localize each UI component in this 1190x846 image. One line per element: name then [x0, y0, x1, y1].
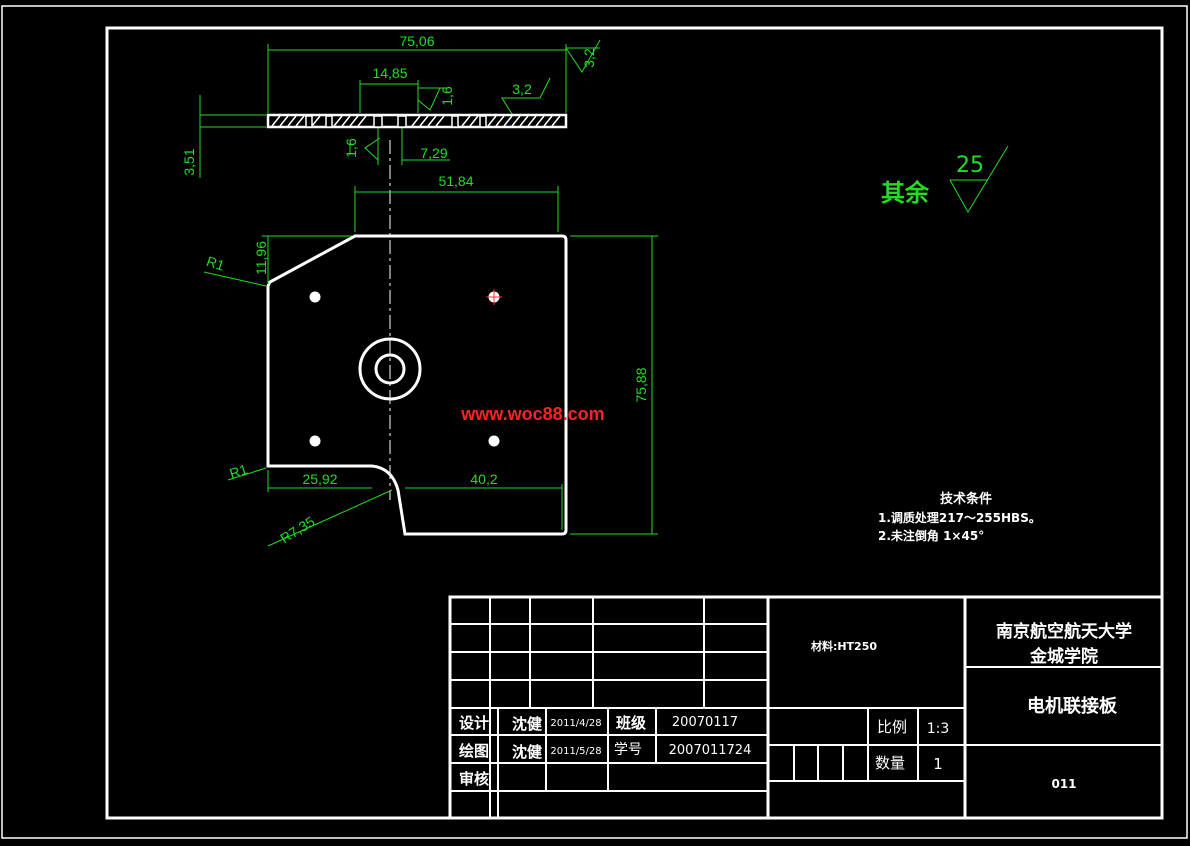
- surface-finish-note: 其余 25: [881, 145, 1009, 213]
- drawing-number: 011: [1051, 777, 1076, 791]
- tech-item-1: 1.调质处理217～255HBS。: [878, 510, 1041, 525]
- dim-thickness: 3,51: [181, 148, 197, 175]
- school-college: 金城学院: [1029, 646, 1098, 667]
- tech-item-2: 2.未注倒角 1×45°: [878, 528, 984, 543]
- design-name: 沈健: [512, 715, 542, 733]
- scale-value: 1:3: [927, 721, 950, 737]
- title-block: [448, 595, 1164, 820]
- quantity-label: 数量: [875, 754, 905, 772]
- scale-label: 比例: [877, 718, 907, 736]
- design-date: 2011/4/28: [550, 718, 601, 729]
- class-value: 20070117: [672, 715, 738, 730]
- roughness-slot-top: 1,6: [439, 86, 455, 106]
- dim-overall-width: 75,06: [399, 33, 434, 49]
- part-name: 电机联接板: [1027, 695, 1118, 717]
- technical-requirements: 技术条件 1.调质处理217～255HBS。 2.未注倒角 1×45°: [878, 491, 1041, 543]
- dim-center-slot-width: 14,85: [372, 65, 407, 81]
- plan-view: [266, 140, 568, 536]
- roughness-slot-bottom: 1,6: [343, 138, 359, 158]
- dim-radius-bottom-left: R1: [227, 461, 249, 482]
- student-id-value: 2007011724: [669, 743, 752, 758]
- roughness-top-surface: 3,2: [512, 81, 532, 97]
- mounting-hole: [309, 291, 321, 303]
- section-view: [266, 113, 568, 129]
- roughness-top-right: 3,2: [581, 48, 597, 68]
- mounting-hole: [309, 435, 321, 447]
- surface-finish-label: 其余: [881, 179, 930, 207]
- student-id-label: 学号: [614, 742, 642, 758]
- dim-chamfer-height: 11,96: [253, 241, 269, 275]
- watermark-text: www.woc88.com: [460, 404, 604, 424]
- dim-bottom-right-width: 40,2: [470, 471, 497, 487]
- dim-fillet-radius: R7,35: [277, 513, 317, 546]
- outer-frame: [1, 5, 1188, 839]
- section-dimension-lines: [199, 39, 601, 178]
- school-name: 南京航空航天大学: [996, 621, 1132, 642]
- tech-title: 技术条件: [940, 491, 992, 507]
- dim-radius-top-left: R1: [205, 253, 227, 274]
- design-label: 设计: [459, 714, 489, 732]
- plan-dimension-lines: [203, 186, 658, 547]
- review-label: 审核: [459, 770, 489, 788]
- class-label: 班级: [616, 714, 647, 732]
- draw-name: 沈健: [512, 743, 542, 761]
- material-label: 材料:HT250: [811, 639, 877, 653]
- inner-frame: [105, 26, 1164, 820]
- dim-top-edge-width: 51,84: [438, 173, 473, 189]
- surface-finish-value: 25: [956, 153, 984, 178]
- draw-date: 2011/5/28: [550, 746, 601, 757]
- dim-bottom-left-width: 25,92: [302, 471, 337, 487]
- title-block-text: 材料:HT250 南京航空航天大学 金城学院 电机联接板 011 设计 沈健 2…: [459, 621, 1132, 791]
- draw-label: 绘图: [459, 742, 489, 760]
- dim-overall-height: 75,88: [633, 367, 649, 402]
- quantity-value: 1: [933, 755, 943, 773]
- mounting-hole: [488, 435, 500, 447]
- dim-slot-offset: 7,29: [420, 145, 447, 161]
